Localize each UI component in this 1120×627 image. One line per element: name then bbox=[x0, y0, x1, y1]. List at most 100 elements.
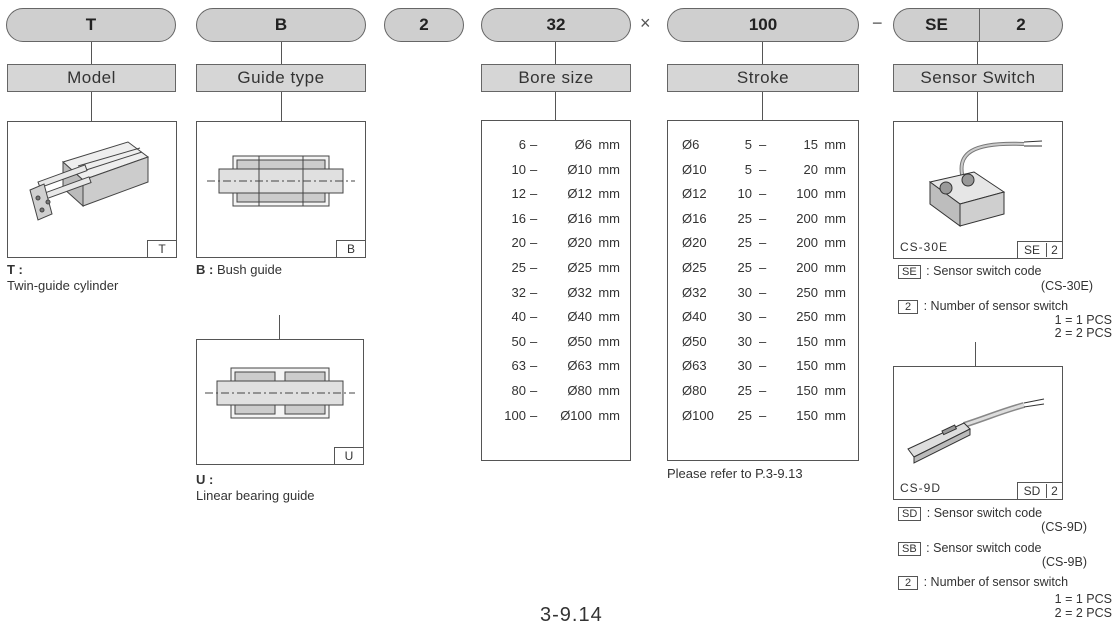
stroke-bore: Ø80 bbox=[682, 383, 707, 398]
bore-code: 6 bbox=[518, 137, 526, 152]
bore-diameter: Ø10 bbox=[567, 161, 592, 177]
stroke-max: 250 bbox=[796, 309, 818, 325]
bore-unit: mm bbox=[598, 260, 620, 275]
bore-dash: – bbox=[530, 383, 538, 398]
cs9d-opt1: 1 = 1 PCS bbox=[1054, 592, 1112, 606]
stroke-unit: mm bbox=[824, 358, 846, 374]
stroke-dash: – bbox=[759, 383, 767, 398]
cs30e-code-sub: (CS-30E) bbox=[1040, 279, 1093, 293]
model-image-box: T bbox=[7, 121, 177, 258]
stroke-dash: – bbox=[759, 284, 767, 300]
bore-diameter: Ø100 bbox=[560, 407, 592, 423]
bore-unit: mm bbox=[598, 333, 620, 349]
stroke-unit: mm bbox=[824, 186, 846, 202]
connector bbox=[281, 92, 282, 121]
bore-unit: mm bbox=[598, 235, 620, 251]
stroke-dash: – bbox=[759, 260, 767, 275]
stroke-min: 10 bbox=[737, 186, 752, 202]
stroke-min: 30 bbox=[737, 358, 752, 374]
stroke-unit: mm bbox=[824, 210, 846, 226]
linear-bearing-guide-diagram bbox=[205, 367, 355, 419]
cs9d-code-box: SD bbox=[898, 507, 922, 521]
cs9b-code-box: SB bbox=[898, 542, 921, 556]
model-caption-desc: Twin-guide cylinder bbox=[7, 278, 119, 293]
stroke-dash: – bbox=[759, 210, 767, 226]
cs30e-opt1: 1 = 1 PCS bbox=[1054, 313, 1112, 327]
bore-dash: – bbox=[530, 137, 538, 152]
bore-size-row: 6– Ø6 mm bbox=[482, 137, 630, 155]
stroke-min: 30 bbox=[737, 309, 752, 325]
bore-code: 63 bbox=[511, 358, 526, 374]
connector bbox=[91, 92, 92, 121]
bush-guide-caption-desc: Bush guide bbox=[216, 262, 283, 277]
stroke-unit: mm bbox=[824, 383, 846, 398]
bore-diameter: Ø16 bbox=[567, 210, 592, 226]
stroke-unit: mm bbox=[824, 161, 846, 177]
page-number: 3-9.14 bbox=[540, 604, 603, 626]
stroke-max: 150 bbox=[796, 358, 818, 374]
bore-diameter: Ø20 bbox=[567, 235, 592, 251]
bore-unit: mm bbox=[598, 210, 620, 226]
bush-guide-image-box: B bbox=[196, 121, 366, 258]
cs30e-opt2: 2 = 2 PCS bbox=[1054, 326, 1112, 340]
stroke-bore: Ø10 bbox=[682, 161, 707, 177]
bore-unit: mm bbox=[598, 383, 620, 398]
stroke-max: 200 bbox=[796, 235, 818, 251]
cs9b-code-text: : Sensor switch code bbox=[926, 541, 1042, 555]
bore-unit: mm bbox=[598, 137, 620, 152]
bore-diameter: Ø40 bbox=[567, 309, 592, 325]
cs9d-qty-box: 2 bbox=[898, 576, 919, 590]
stroke-max: 250 bbox=[796, 284, 818, 300]
bore-unit: mm bbox=[598, 309, 620, 325]
linear-guide-image-box: U bbox=[196, 339, 364, 465]
model-caption-title: T : bbox=[7, 262, 23, 277]
model-code-pill: T bbox=[6, 8, 176, 42]
cs9d-code-line: SD : Sensor switch code bbox=[898, 506, 1042, 521]
bore-dash: – bbox=[530, 284, 538, 300]
stroke-unit: mm bbox=[824, 333, 846, 349]
stroke-min: 5 bbox=[744, 161, 752, 177]
cs9d-tag: SD 2 bbox=[1017, 482, 1063, 500]
bush-guide-tag: B bbox=[336, 240, 366, 258]
bore-code: 50 bbox=[511, 333, 526, 349]
cs9d-qty-line: 2 : Number of sensor switch bbox=[898, 575, 1068, 590]
bore-size-label: Bore size bbox=[481, 64, 631, 92]
bore-code: 25 bbox=[511, 260, 526, 275]
stroke-unit: mm bbox=[824, 284, 846, 300]
connector bbox=[281, 42, 282, 64]
bore-diameter: Ø6 bbox=[574, 137, 592, 152]
bore-dash: – bbox=[530, 333, 538, 349]
cs30e-code-line: SE : Sensor switch code bbox=[898, 264, 1042, 279]
bore-dash: – bbox=[530, 161, 538, 177]
bore-unit: mm bbox=[598, 407, 620, 423]
stroke-min: 25 bbox=[737, 235, 752, 251]
stroke-max: 200 bbox=[796, 210, 818, 226]
model-label: Model bbox=[7, 64, 176, 92]
cs9d-tag-code: SD bbox=[1018, 484, 1047, 498]
stroke-bore: Ø12 bbox=[682, 186, 707, 202]
dash-separator: − bbox=[872, 13, 883, 33]
bore-unit: mm bbox=[598, 358, 620, 374]
stroke-code-pill: 100 bbox=[667, 8, 859, 42]
connector bbox=[977, 42, 978, 64]
mount-code-pill: 2 bbox=[384, 8, 464, 42]
stroke-bore: Ø25 bbox=[682, 260, 707, 275]
stroke-bore: Ø50 bbox=[682, 333, 707, 349]
connector bbox=[555, 42, 556, 64]
bore-diameter: Ø63 bbox=[567, 358, 592, 374]
bore-code: 20 bbox=[511, 235, 526, 251]
